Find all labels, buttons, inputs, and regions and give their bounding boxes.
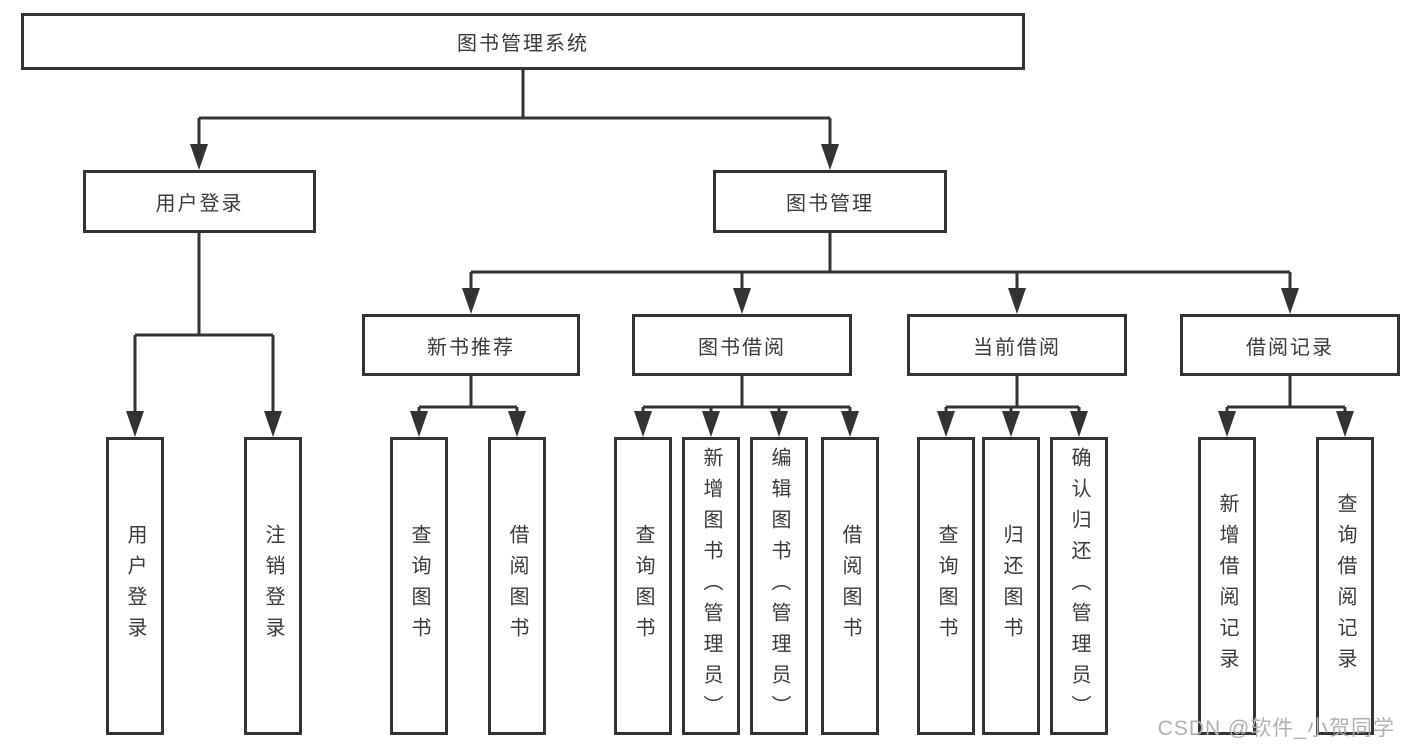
node-borrowing-records: 借阅记录 xyxy=(1180,314,1400,376)
node-label: 用户登录 xyxy=(155,193,244,215)
node-book-management: 图书管理 xyxy=(713,170,947,233)
leaf-recommend-query-books: 查询图书 xyxy=(390,437,448,735)
leaf-label: 借阅图书 xyxy=(839,524,861,648)
leaf-label: 归还图书 xyxy=(1000,524,1022,648)
node-current-borrowing: 当前借阅 xyxy=(907,314,1127,376)
leaf-user-login: 用户登录 xyxy=(106,437,164,735)
leaf-label: 查询图书 xyxy=(408,524,430,648)
node-book-borrowing: 图书借阅 xyxy=(632,314,852,376)
leaf-label: 查询借阅记录 xyxy=(1334,493,1356,679)
leaf-label: 查询图书 xyxy=(632,524,654,648)
leaf-label: 用户登录 xyxy=(124,524,146,648)
node-label: 图书管理系统 xyxy=(457,33,589,55)
leaf-borrowing-query-books: 查询图书 xyxy=(614,437,672,735)
leaf-label: 查询图书 xyxy=(935,524,957,648)
leaf-label: 新增借阅记录 xyxy=(1216,493,1238,679)
node-user-login: 用户登录 xyxy=(83,170,316,233)
node-label: 借阅记录 xyxy=(1246,336,1334,359)
node-new-book-recommendation: 新书推荐 xyxy=(362,314,580,376)
node-label: 图书借阅 xyxy=(698,336,786,359)
leaf-borrowing-edit-books-admin: 编辑图书（管理员） xyxy=(750,437,808,735)
leaf-records-query-record: 查询借阅记录 xyxy=(1316,437,1374,735)
node-label: 新书推荐 xyxy=(427,336,515,359)
leaf-borrowing-borrow-books: 借阅图书 xyxy=(821,437,879,735)
leaf-current-query-books: 查询图书 xyxy=(917,437,975,735)
leaf-recommend-borrow-books: 借阅图书 xyxy=(488,437,546,735)
leaf-borrowing-add-books-admin: 新增图书（管理员） xyxy=(682,437,740,735)
leaf-label: 编辑图书（管理员） xyxy=(768,446,790,726)
node-label: 图书管理 xyxy=(786,193,874,215)
leaf-label: 注销登录 xyxy=(262,524,284,648)
leaf-logout: 注销登录 xyxy=(244,437,302,735)
leaf-label: 借阅图书 xyxy=(506,524,528,648)
leaf-current-confirm-return-admin: 确认归还（管理员） xyxy=(1050,437,1108,735)
watermark: CSDN @软件_小贺同学 xyxy=(1157,717,1395,740)
node-library-management-system: 图书管理系统 xyxy=(21,13,1025,70)
node-label: 当前借阅 xyxy=(973,336,1061,359)
leaf-records-add-record: 新增借阅记录 xyxy=(1198,437,1256,735)
leaf-label: 确认归还（管理员） xyxy=(1068,446,1090,726)
leaf-current-return-books: 归还图书 xyxy=(982,437,1040,735)
leaf-label: 新增图书（管理员） xyxy=(700,446,722,726)
